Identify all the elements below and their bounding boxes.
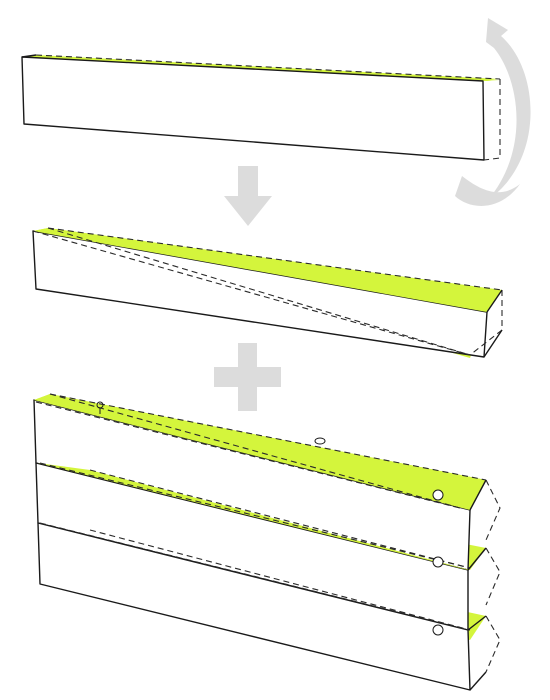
fastener-hole: [432, 489, 444, 501]
plus-icon: [214, 343, 281, 411]
step-1-bar: [21, 54, 501, 161]
step-3-assembly: [33, 393, 501, 691]
keyhole-hanger: [314, 437, 326, 445]
bar-front-face: [21, 56, 485, 161]
step-2-wedge: [32, 227, 503, 358]
down-arrow-icon: [224, 166, 272, 226]
fastener-hole: [432, 624, 444, 636]
rotate-arrow-icon: [455, 18, 531, 206]
fastener-hole: [432, 556, 444, 568]
keyhole-hanger: [96, 401, 104, 414]
